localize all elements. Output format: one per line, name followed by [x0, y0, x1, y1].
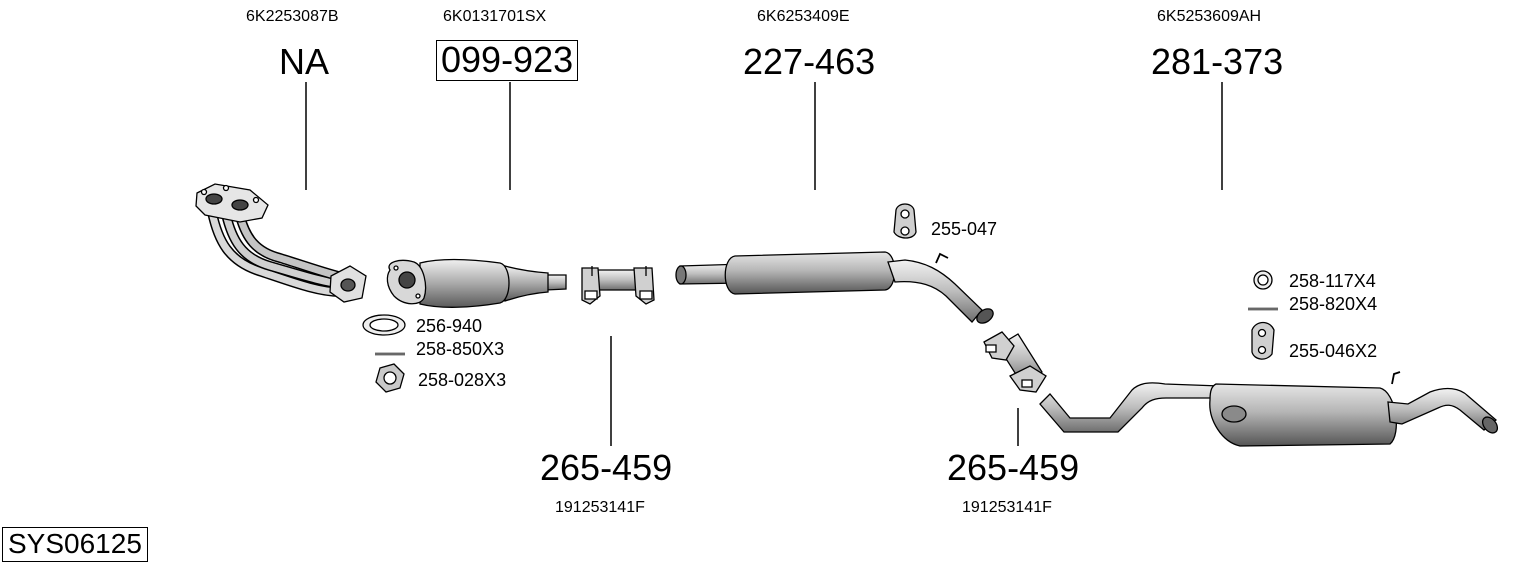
oem-number-clamp-front: 191253141F — [555, 499, 645, 516]
ref-number-manifold[interactable]: NA — [279, 41, 330, 82]
ref-number-clamp-rear[interactable]: 265-459 — [947, 447, 1080, 488]
accessory-label-hanger-rear[interactable]: 255-046X2 — [1289, 341, 1378, 361]
exhaust-manifold — [196, 184, 366, 302]
accessory-label-bolt[interactable]: 258-820X4 — [1289, 294, 1378, 314]
ref-number-clamp-front[interactable]: 265-459 — [540, 447, 673, 488]
gasket-icon — [363, 315, 405, 335]
diagram-id-label: SYS06125 — [2, 527, 148, 562]
catalytic-converter — [387, 260, 566, 308]
accessory-label-stud[interactable]: 258-850X3 — [416, 339, 505, 359]
oem-number-rear-silencer: 6K5253609AH — [1157, 8, 1262, 25]
oem-number-middle-silencer: 6K6253409E — [757, 8, 850, 25]
rear-silencer — [1040, 372, 1500, 446]
oem-number-clamp-rear: 191253141F — [962, 499, 1052, 516]
ref-number-catalyst[interactable]: 099-923 — [436, 40, 579, 81]
oem-number-catalyst: 6K0131701SX — [443, 8, 547, 25]
accessory-label-gasket[interactable]: 256-940 — [416, 316, 483, 336]
accessory-label-nut[interactable]: 258-028X3 — [418, 370, 507, 390]
ring-icon — [1254, 271, 1272, 289]
oem-number-manifold: 6K2253087B — [246, 8, 339, 25]
rubber-hanger-rear-icon — [1252, 323, 1274, 360]
ref-number-rear-silencer[interactable]: 281-373 — [1151, 41, 1284, 82]
accessory-label-hanger-middle[interactable]: 255-047 — [931, 219, 998, 239]
pipe-clamp-rear — [984, 332, 1046, 392]
ref-number-middle-silencer[interactable]: 227-463 — [743, 41, 876, 82]
rubber-hanger-middle — [894, 204, 916, 238]
leader-lines — [305, 82, 1223, 446]
middle-silencer — [676, 252, 996, 326]
hex-nut-icon — [376, 364, 404, 392]
accessory-label-ring[interactable]: 258-117X4 — [1289, 271, 1376, 291]
pipe-clamp-front — [582, 266, 654, 304]
